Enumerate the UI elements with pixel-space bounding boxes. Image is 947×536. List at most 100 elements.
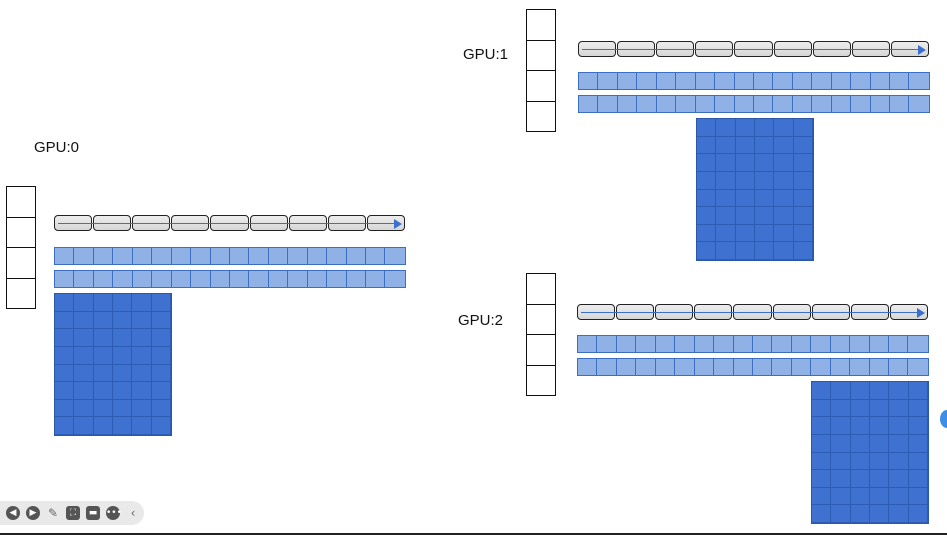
strip-cell — [74, 271, 94, 287]
strip-cell — [327, 271, 347, 287]
matrix-cell — [774, 136, 794, 155]
strip-cell — [385, 271, 405, 287]
matrix-cell — [889, 399, 909, 418]
strip-cell — [792, 73, 813, 89]
strip-cell — [812, 73, 832, 89]
weight-strip — [577, 358, 929, 376]
matrix-cell — [151, 382, 171, 400]
strip-cell — [191, 271, 211, 287]
matrix-cell — [716, 119, 736, 137]
matrix-cell — [113, 364, 133, 383]
strip-cell — [811, 336, 831, 352]
strip-cell — [132, 248, 153, 264]
matrix-cell — [889, 505, 909, 523]
column-vector-cell — [526, 39, 556, 71]
matrix-cell — [889, 417, 909, 435]
matrix-cell — [812, 434, 832, 453]
strip-cell — [715, 73, 735, 89]
matrix-cell — [735, 171, 755, 190]
matrix-cell — [793, 171, 813, 190]
matrix-cell — [697, 119, 717, 137]
strip-cell — [210, 248, 230, 264]
matrix-cell — [735, 189, 755, 208]
matrix-cell — [812, 505, 832, 523]
matrix-cell — [74, 417, 94, 435]
matrix-cell — [793, 119, 813, 137]
matrix-cell — [812, 470, 832, 488]
matrix-cell — [132, 294, 152, 312]
strip-cell — [869, 336, 889, 352]
matrix-cell — [774, 119, 794, 137]
strip-cell — [733, 336, 753, 352]
matrix-cell — [850, 417, 870, 435]
matrix-cell — [755, 119, 775, 137]
matrix-cell — [735, 119, 755, 137]
strip-cell — [714, 359, 734, 375]
matrix-cell — [812, 487, 832, 506]
strip-cell — [74, 248, 94, 264]
matrix-cell — [93, 364, 113, 383]
matrix-cell — [850, 399, 870, 418]
collapse-icon[interactable]: ‹ — [130, 506, 136, 520]
matrix-cell — [74, 311, 94, 330]
strip-cell — [385, 248, 405, 264]
matrix-cell — [774, 207, 794, 225]
matrix-cell — [755, 207, 775, 225]
strip-cell — [851, 96, 871, 112]
matrix-cell — [93, 382, 113, 400]
matrix-cell — [113, 346, 133, 365]
strip-cell — [655, 336, 676, 352]
matrix-cell — [870, 417, 890, 435]
strip-cell — [307, 271, 328, 287]
matrix-cell — [716, 224, 736, 243]
strip-cell — [93, 271, 114, 287]
strip-cell — [616, 336, 637, 352]
camera-icon[interactable]: ▬ — [86, 506, 100, 520]
matrix-cell — [755, 136, 775, 155]
sequence-arrow-line — [58, 223, 396, 224]
strip-cell — [791, 359, 812, 375]
strip-cell — [598, 96, 618, 112]
strip-cell — [676, 73, 696, 89]
strip-cell — [113, 271, 133, 287]
matrix-cell — [697, 224, 717, 243]
strip-cell — [869, 359, 889, 375]
strip-cell — [908, 359, 928, 375]
strip-cell — [715, 96, 735, 112]
strip-cell — [870, 96, 890, 112]
column-vector-cell — [6, 247, 36, 279]
matrix-cell — [716, 207, 736, 225]
matrix-cell — [812, 452, 832, 471]
matrix-cell — [908, 434, 928, 453]
next-icon[interactable]: ▶ — [26, 506, 40, 520]
strip-cell — [191, 248, 211, 264]
matrix-cell — [755, 224, 775, 243]
matrix-cell — [735, 242, 755, 260]
strip-cell — [831, 73, 852, 89]
more-icon[interactable]: ••• — [106, 506, 122, 520]
strip-cell — [752, 359, 773, 375]
strip-cell — [753, 96, 774, 112]
matrix-cell — [850, 452, 870, 471]
strip-cell — [616, 359, 637, 375]
column-vector-cell — [526, 273, 556, 305]
weight-strip — [578, 95, 930, 113]
matrix-cell — [93, 294, 113, 312]
matrix-cell — [793, 136, 813, 155]
weight-strip — [54, 247, 406, 265]
expand-icon[interactable]: ⛶ — [66, 506, 80, 520]
strip-cell — [229, 248, 250, 264]
matrix-cell — [870, 452, 890, 471]
matrix-cell — [889, 470, 909, 488]
matrix-cell — [870, 487, 890, 506]
strip-cell — [889, 359, 909, 375]
matrix-cell — [812, 399, 832, 418]
prev-icon[interactable]: ◀ — [6, 506, 20, 520]
matrix-cell — [132, 346, 152, 365]
strip-cell — [113, 248, 133, 264]
matrix-cell — [132, 364, 152, 383]
strip-cell — [636, 359, 656, 375]
strip-cell — [617, 73, 638, 89]
pen-icon[interactable]: ✎ — [47, 506, 59, 520]
matrix-cell — [870, 399, 890, 418]
